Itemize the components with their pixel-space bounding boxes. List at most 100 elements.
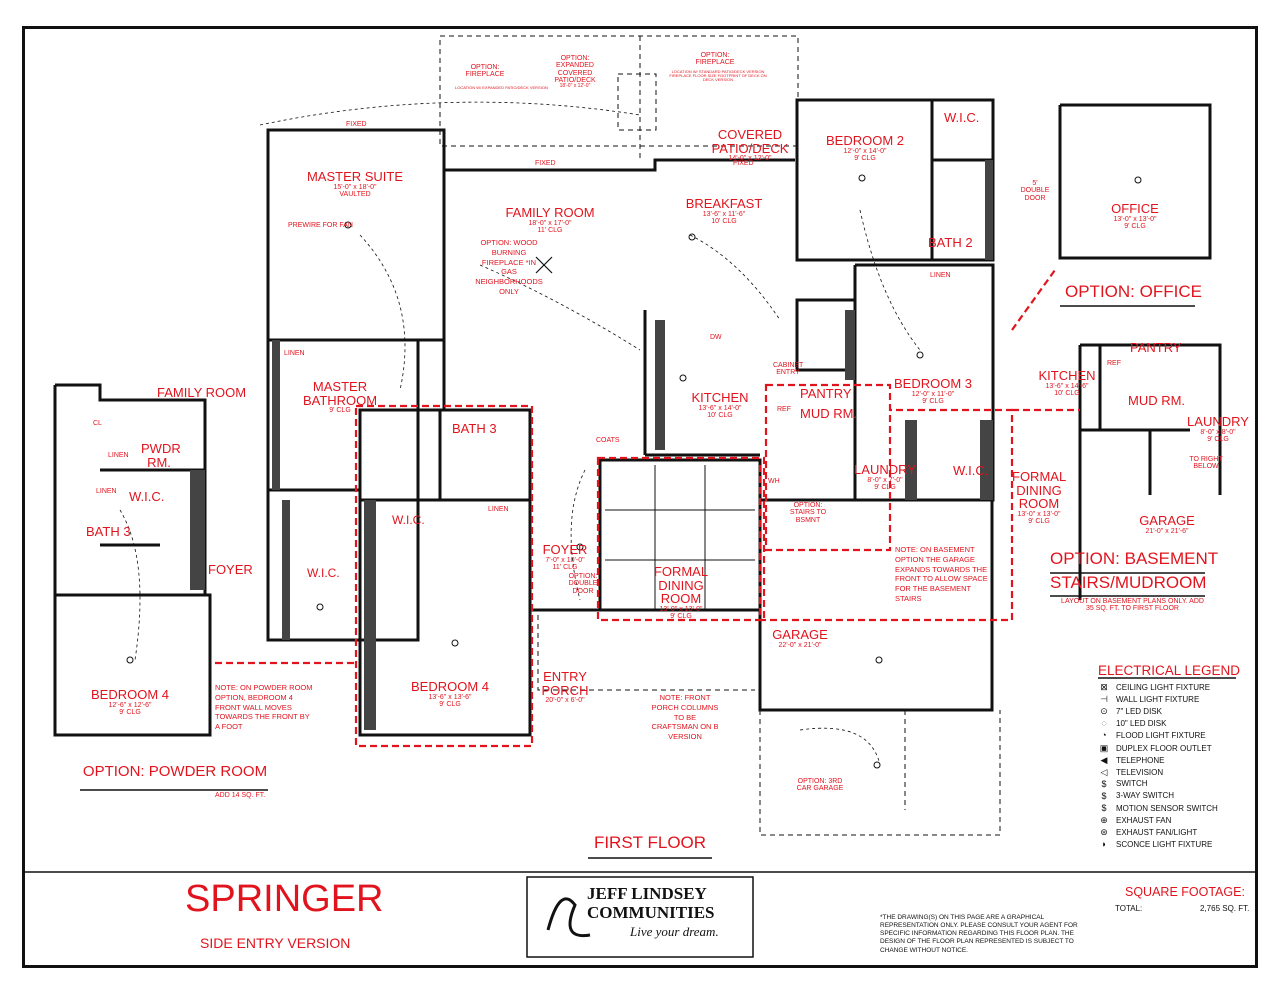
sheet-border bbox=[22, 26, 1258, 968]
bath3-linen-label: LINEN bbox=[488, 506, 509, 513]
television-icon: ◁ bbox=[1100, 766, 1108, 777]
powder-room-note: NOTE: ON POWDER ROOM OPTION, BEDROOM 4 F… bbox=[215, 683, 313, 731]
room-name: MASTER SUITE bbox=[306, 169, 404, 184]
three-way-switch-icon: $ bbox=[1101, 790, 1107, 801]
room-ceiling: 9' CLG bbox=[1124, 222, 1146, 230]
room-name: COVERED PATIO/DECK bbox=[711, 127, 789, 156]
brand-line-1: JEFF LINDSEY bbox=[587, 884, 707, 903]
room-name: FORMAL DINING ROOM bbox=[1012, 469, 1067, 512]
water-heater-label: WH bbox=[768, 478, 780, 485]
room-name: KITCHEN bbox=[1038, 368, 1096, 383]
room-mud-rm: MUD RM. bbox=[800, 406, 858, 421]
room-entry-porch: ENTRY PORCH 20'-0" x 6'-0" bbox=[540, 670, 590, 705]
master-linen-label: LINEN bbox=[284, 350, 305, 357]
room-wic-bed4: W.I.C. bbox=[392, 513, 425, 527]
room-name: GARAGE bbox=[772, 627, 828, 642]
legend-item: ▣DUPLEX FLOOR OUTLET bbox=[1098, 743, 1212, 754]
powder-linen-2: LINEN bbox=[96, 488, 117, 495]
room-name: FORMAL DINING ROOM bbox=[653, 564, 709, 607]
floor-outlet-icon: ▣ bbox=[1099, 742, 1109, 753]
legend-label: SWITCH bbox=[1116, 779, 1148, 789]
room-wic-master: W.I.C. bbox=[307, 566, 340, 580]
room-dim: 12'-0" x 11'-0" bbox=[911, 390, 955, 398]
room-ceiling: 10' CLG bbox=[1054, 389, 1080, 397]
room-wic-bed2: W.I.C. bbox=[944, 110, 980, 125]
powder-wic: W.I.C. bbox=[129, 489, 165, 504]
expanded-patio-option: OPTION: EXPANDED COVERED PATIO/DECK 18'-… bbox=[545, 55, 605, 90]
brand-tagline: Live your dream. bbox=[630, 924, 719, 939]
porch-columns-note: NOTE: FRONT PORCH COLUMNS TO BE CRAFTSMA… bbox=[651, 693, 719, 741]
room-bath-2: BATH 2 bbox=[928, 235, 973, 250]
fixed-window-label: FIXED bbox=[733, 160, 754, 167]
room-ceiling: 9' CLG bbox=[1028, 518, 1050, 526]
legend-item: ◗SCONCE LIGHT FIXTURE bbox=[1098, 839, 1212, 849]
room-ceiling: 11' CLG bbox=[537, 226, 563, 234]
room-laundry: LAUNDRY 8'-0" x 7'-0" 9' CLG bbox=[850, 463, 920, 491]
legend-label: TELEVISION bbox=[1116, 767, 1164, 777]
room-name: BEDROOM 2 bbox=[825, 133, 904, 148]
disclaimer-text: *THE DRAWING(S) ON THIS PAGE ARE A GRAPH… bbox=[880, 914, 1078, 954]
legend-item: ◔FLOOD LIGHT FIXTURE bbox=[1098, 730, 1206, 740]
room-master-suite: MASTER SUITE 15'-0" x 18'-0" VAULTED bbox=[307, 170, 403, 198]
coats-closet-label: COATS bbox=[596, 437, 620, 444]
led-10-icon: ◌ bbox=[1101, 718, 1107, 729]
logo-box bbox=[526, 876, 754, 958]
room-dim: 8'-0" x 8'-0" bbox=[1200, 428, 1236, 436]
legend-label: EXHAUST FAN/LIGHT bbox=[1116, 828, 1198, 838]
room-dim: 13'-6" x 13'-6" bbox=[428, 693, 472, 701]
powder-option-sub: ADD 14 SQ. FT. bbox=[215, 792, 266, 799]
legend-label: FLOOD LIGHT FIXTURE bbox=[1116, 730, 1206, 740]
legend-item: ◌10" LED DISK bbox=[1098, 718, 1166, 728]
exhaust-fan-icon: ⊕ bbox=[1100, 815, 1108, 826]
light-fixtures bbox=[126, 174, 1142, 769]
fireplace-option-left-sub: LOCATION W/ EXPANDED PATIO/DECK VERSION bbox=[455, 85, 548, 90]
room-dim: 7'-0" x 10'-0" bbox=[545, 556, 585, 564]
ceiling-fan-symbol bbox=[535, 256, 553, 274]
legend-label: CEILING LIGHT FIXTURE bbox=[1116, 683, 1211, 692]
basement-option-title-1: OPTION: BASEMENT bbox=[1050, 549, 1219, 568]
room-bedroom-4: BEDROOM 4 13'-6" x 13'-6" 9' CLG bbox=[405, 680, 495, 708]
room-master-bathroom: MASTER BATHROOM 9' CLG bbox=[303, 380, 377, 415]
cabinet-entry-label: CABINET ENTRY bbox=[773, 362, 804, 377]
dining-grid bbox=[605, 465, 755, 610]
room-dim: 13'-0" x 13'-0" bbox=[659, 605, 703, 613]
room-name: BEDROOM 4 bbox=[410, 679, 489, 694]
legend-label: 7" LED DISK bbox=[1116, 707, 1162, 717]
option-label: OPTION: FIREPLACE bbox=[695, 52, 735, 67]
room-dim: 18'-0" x 17'-0" bbox=[528, 219, 572, 227]
powder-option-title: OPTION: POWDER ROOM bbox=[82, 763, 268, 780]
room-pantry: PANTRY bbox=[800, 386, 852, 401]
sqft-title: SQUARE FOOTAGE: bbox=[1125, 885, 1245, 899]
electrical-wiring bbox=[119, 101, 921, 766]
room-dim: 13'-6" x 14'-0" bbox=[698, 404, 742, 412]
powder-family-room: FAMILY ROOM bbox=[157, 385, 247, 400]
room-dim: 20'-0" x 6'-0" bbox=[545, 697, 585, 705]
fireplace-option-note: OPTION: WOOD BURNING FIREPLACE *IN GAS N… bbox=[475, 238, 543, 296]
option-outlines bbox=[439, 35, 1001, 836]
room-dim: 13'-6" x 14'-6" bbox=[1045, 382, 1089, 390]
room-garage: GARAGE 22'-0" x 21'-0" bbox=[770, 628, 830, 649]
brand-line-2: COMMUNITIES bbox=[587, 903, 715, 922]
fireplace-option-right-sub: LOCATION W/ STANDARD PATIO/DECK VERSION … bbox=[669, 69, 767, 83]
room-ceiling: 9' CLG bbox=[439, 700, 461, 708]
basement-ref: REF bbox=[1107, 360, 1121, 367]
legend-title: ELECTRICAL LEGEND bbox=[1098, 663, 1241, 678]
fixed-window-label: FIXED bbox=[346, 121, 367, 128]
room-name: LAUNDRY bbox=[854, 462, 916, 477]
legend-item: ⊠CEILING LIGHT FIXTURE bbox=[1098, 682, 1210, 693]
room-dim: 15'-0" x 18'-0" bbox=[333, 183, 377, 191]
switch-icon: $ bbox=[1101, 778, 1107, 789]
room-name: OFFICE bbox=[1111, 201, 1159, 216]
red-option-zones bbox=[215, 269, 1080, 748]
fireplace-option-left: OPTION: FIREPLACE bbox=[455, 64, 515, 79]
legend-item: ◁ TELEVISION bbox=[1098, 766, 1164, 778]
legend-label: MOTION SENSOR SWITCH bbox=[1116, 803, 1218, 813]
room-dim: 12'-0" x 14'-0" bbox=[843, 147, 887, 155]
room-kitchen: KITCHEN 13'-6" x 14'-0" 10' CLG bbox=[680, 391, 760, 419]
room-dim: 12'-6" x 12'-6" bbox=[108, 701, 152, 709]
legend-label: WALL LIGHT FIXTURE bbox=[1116, 695, 1200, 705]
room-ceiling: 10' CLG bbox=[711, 217, 737, 225]
legend-item: $3-WAY SWITCH bbox=[1098, 791, 1174, 801]
basement-kitchen: KITCHEN 13'-6" x 14'-6" 10' CLG bbox=[1035, 369, 1099, 397]
